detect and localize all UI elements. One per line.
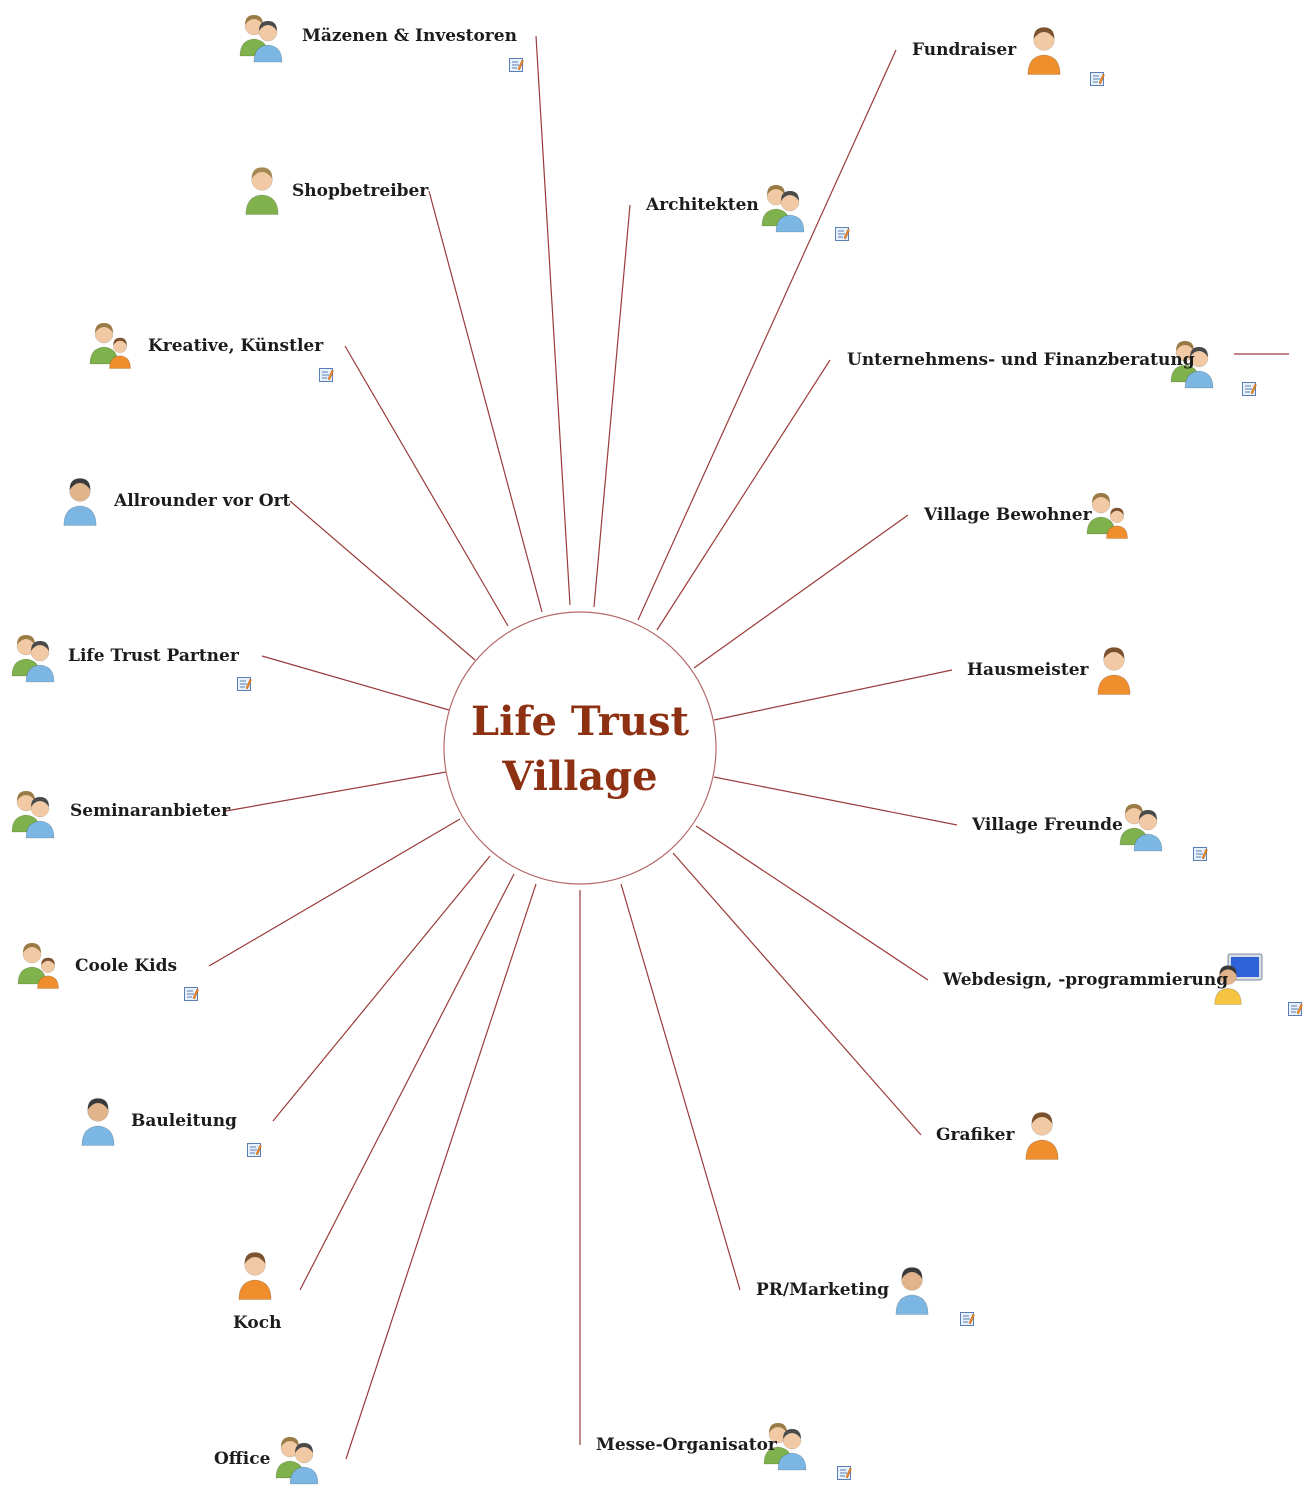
connector-kids	[208, 818, 461, 967]
woman-icon	[1016, 20, 1076, 84]
group-icon	[6, 628, 66, 692]
topic-shopbetreiber[interactable]: Shopbetreiber	[292, 181, 429, 201]
family-icon	[1081, 486, 1141, 550]
connector-shopbetreiber	[428, 190, 543, 613]
note-icon[interactable]	[246, 1142, 262, 1158]
topic-hausmeister[interactable]: Hausmeister	[967, 660, 1089, 680]
group-icon	[270, 1430, 330, 1494]
note-icon[interactable]	[1241, 381, 1257, 397]
topic-fundraiser[interactable]: Fundraiser	[912, 40, 1017, 60]
connector-freunde	[713, 776, 958, 826]
woman-icon	[1086, 640, 1146, 704]
topic-koch[interactable]: Koch	[233, 1313, 282, 1333]
note-icon[interactable]	[959, 1311, 975, 1327]
connector-hausmeister	[713, 669, 953, 721]
topic-pr[interactable]: PR/Marketing	[756, 1280, 890, 1300]
group-icon	[234, 8, 294, 72]
connector-lines	[208, 35, 1289, 1460]
topic-seminar[interactable]: Seminaranbieter	[70, 801, 231, 821]
central-topic[interactable]: Life Trust Village	[443, 611, 717, 885]
topic-unternehmens[interactable]: Unternehmens- und Finanzberatung	[847, 350, 1195, 370]
connector-seminar	[225, 771, 447, 812]
connector-office	[345, 883, 537, 1460]
group-icon	[1165, 334, 1225, 398]
connector-fundraiser	[637, 49, 897, 621]
topic-bewohner[interactable]: Village Bewohner	[924, 505, 1092, 525]
group-icon	[756, 178, 816, 242]
note-icon[interactable]	[236, 676, 252, 692]
connector-maezenen	[535, 35, 571, 606]
topic-kids[interactable]: Coole Kids	[75, 956, 178, 976]
topic-grafiker[interactable]: Grafiker	[936, 1125, 1015, 1145]
topic-allrounder[interactable]: Allrounder vor Ort	[114, 491, 291, 511]
connector-pr	[620, 883, 741, 1291]
topic-freunde[interactable]: Village Freunde	[972, 815, 1123, 835]
woman-icon	[1014, 1105, 1074, 1169]
family-icon	[12, 936, 72, 1000]
man-icon	[70, 1091, 130, 1155]
group-icon	[1114, 797, 1174, 861]
connector-bewohner	[693, 514, 909, 669]
note-icon[interactable]	[1287, 1001, 1303, 1017]
group-icon	[6, 784, 66, 848]
connector-kreative	[344, 345, 509, 627]
note-icon[interactable]	[836, 1465, 852, 1481]
connector-unternehmens	[656, 359, 831, 631]
computer-user-icon	[1208, 950, 1268, 1014]
connector-bauleitung	[272, 855, 491, 1122]
woman-icon	[227, 1245, 287, 1309]
connector-architekten	[593, 204, 631, 608]
note-icon[interactable]	[1192, 846, 1208, 862]
topic-kreative[interactable]: Kreative, Künstler	[148, 336, 324, 356]
topic-messe[interactable]: Messe-Organisator	[596, 1435, 777, 1455]
connector-webdesign	[695, 825, 929, 981]
central-topic-line2: Village	[501, 753, 657, 800]
man-icon	[884, 1260, 944, 1324]
note-icon[interactable]	[183, 986, 199, 1002]
connector-allrounder	[289, 500, 476, 661]
topic-architekten[interactable]: Architekten	[646, 195, 759, 215]
note-icon[interactable]	[834, 226, 850, 242]
group-icon	[758, 1416, 818, 1480]
topic-maezenen[interactable]: Mäzenen & Investoren	[302, 26, 517, 46]
woman-green-icon	[234, 160, 294, 224]
family-icon	[84, 316, 144, 380]
topic-office[interactable]: Office	[214, 1449, 271, 1469]
topic-partner[interactable]: Life Trust Partner	[68, 646, 239, 666]
note-icon[interactable]	[318, 367, 334, 383]
topic-bauleitung[interactable]: Bauleitung	[131, 1111, 237, 1131]
connector-koch	[299, 873, 515, 1291]
note-icon[interactable]	[1089, 71, 1105, 87]
note-icon[interactable]	[508, 57, 524, 73]
central-topic-circle	[443, 611, 717, 885]
man-icon	[52, 471, 112, 535]
connector-partner	[261, 655, 450, 711]
central-topic-line1: Life Trust	[471, 698, 689, 745]
connector-grafiker	[672, 852, 922, 1136]
topic-webdesign[interactable]: Webdesign, -programmierung	[943, 970, 1229, 990]
